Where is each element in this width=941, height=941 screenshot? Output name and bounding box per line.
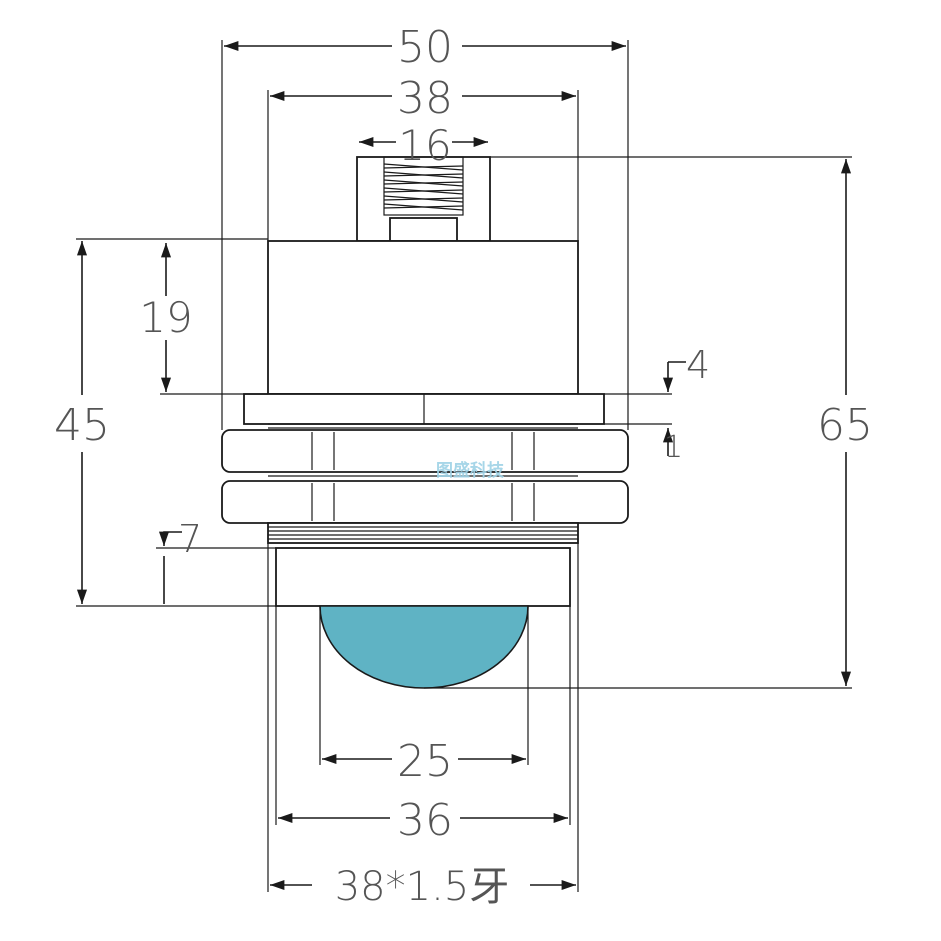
hex-nut-lower — [221, 480, 629, 524]
dim-thread-spec: 38*1.5牙 — [267, 543, 579, 910]
dim-height-overall: 65 — [424, 156, 873, 689]
dim-50-label: 50 — [397, 22, 453, 73]
dim-width-overall: 50 — [221, 22, 629, 430]
dim-thread-spec-label: 38*1.5牙 — [335, 864, 510, 910]
hex-nut-upper — [221, 429, 629, 473]
watermark-text: 图盛科技 — [436, 460, 505, 481]
threaded-neck — [267, 423, 579, 544]
dim-25-label: 25 — [397, 736, 453, 787]
dim-width-stud: 16 — [359, 121, 488, 170]
dim-38-label: 38 — [397, 73, 453, 124]
dim-flange-thickness: 4 — [604, 343, 710, 425]
stud-collar — [389, 217, 458, 242]
dim-19-label: 19 — [139, 293, 192, 342]
dim-thread-inner: 36 — [275, 606, 571, 846]
dim-lens-diameter: 25 — [319, 606, 529, 787]
dim-16-label: 16 — [398, 121, 451, 170]
dim-width-body: 38 — [267, 73, 579, 241]
dim-thread-length: 7 — [156, 517, 276, 604]
dim-4-label: 4 — [686, 343, 710, 387]
dim-65-label: 65 — [817, 400, 873, 451]
dim-height-body: 19 — [139, 242, 268, 395]
sensor-body-outline — [221, 156, 629, 689]
dim-45-label: 45 — [54, 400, 110, 451]
dim-nut-gap: 1 — [662, 428, 683, 465]
lens-dome — [319, 605, 529, 689]
stud-thread — [383, 156, 464, 216]
dim-36-label: 36 — [397, 795, 453, 846]
dim-7-label: 7 — [178, 517, 202, 561]
dim-1-label: 1 — [664, 430, 683, 465]
main-body — [267, 240, 579, 395]
dim-height-to-lens: 45 — [54, 238, 276, 607]
lower-body — [275, 547, 571, 607]
